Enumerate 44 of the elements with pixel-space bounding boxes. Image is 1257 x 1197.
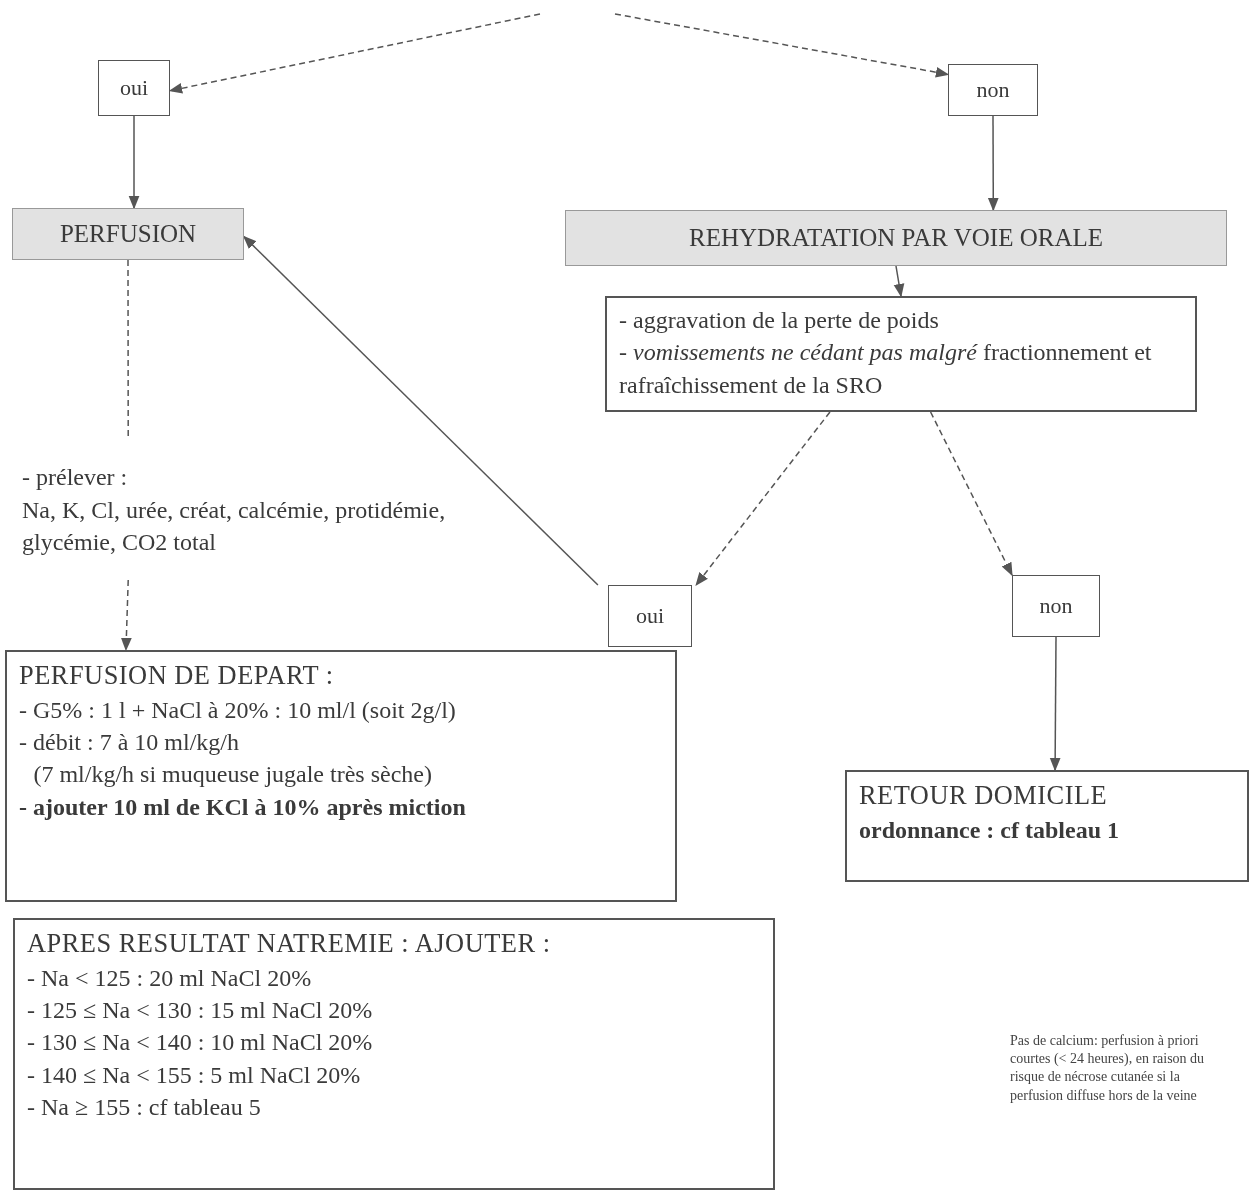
box-text: oui [635, 602, 665, 631]
box-text: PERFUSION DE DEPART : [19, 659, 335, 692]
process-box [565, 210, 1227, 266]
answer-box [98, 60, 170, 116]
box-text: RETOUR DOMICILE [859, 779, 1109, 812]
box-text: ordonnance : cf tableau 1 [859, 815, 1120, 845]
box-text: - 125 ≤ Na < 130 : 15 ml NaCl 20% [27, 996, 374, 1026]
box-text: - ajouter 10 ml de KCl à 10% après miction [19, 792, 467, 822]
box-text: APRES RESULTAT NATREMIE : AJOUTER : [27, 927, 552, 960]
box-text: REHYDRATATION PAR VOIE ORALE [689, 223, 1103, 254]
box-text: - prélever : [22, 463, 129, 493]
arrow [1049, 636, 1061, 772]
box-text: - aggravation de la perte de poids [619, 306, 940, 335]
arrow [614, 13, 950, 78]
box-text: - G5% : 1 l + NaCl à 20% : 10 ml/l (soit 2g/l) [19, 695, 457, 725]
arrow [987, 115, 999, 212]
box-text: non [1039, 592, 1073, 621]
box-text: PERFUSION [59, 219, 197, 250]
process-box [12, 208, 244, 260]
answer-box [608, 585, 692, 647]
box-text: - 130 ≤ Na < 140 : 10 ml NaCl 20% [27, 1028, 374, 1058]
arrow [893, 265, 905, 298]
note-box [5, 650, 677, 902]
box-text: oui [119, 74, 149, 103]
box-text: - 140 ≤ Na < 155 : 5 ml NaCl 20% [27, 1060, 362, 1090]
box-text: - Na < 125 : 20 ml NaCl 20% [27, 963, 313, 993]
box-text: - vomissements ne cédant pas malgré fractionnement et rafraîchissement de la SRO [619, 338, 1153, 400]
box-text: non [976, 76, 1010, 105]
arrow [695, 411, 831, 587]
box-text: - Na ≥ 155 : cf tableau 5 [27, 1093, 262, 1123]
arrow [243, 235, 599, 586]
arrow [128, 115, 140, 210]
answer-box [948, 64, 1038, 116]
box-text: (7 ml/kg/h si muqueuse jugale très sèche) [32, 760, 433, 790]
note-box [13, 918, 775, 1190]
note-box [845, 770, 1249, 882]
footnote: Pas de calcium: perfusion à priori courtes (< 24 heures), en raison du risque de nécrose cutanée si la perfusion diffuse hors de la veine [1010, 1032, 1206, 1105]
arrow [120, 579, 132, 652]
box-text: Na, K, Cl, urée, créat, calcémie, protidémie, glycémie, CO2 total [22, 495, 447, 558]
answer-box [1012, 575, 1100, 637]
arrow [929, 411, 1013, 577]
box-text: - débit : 7 à 10 ml/kg/h [19, 728, 240, 758]
note-box [605, 296, 1197, 412]
arrow [168, 13, 541, 94]
